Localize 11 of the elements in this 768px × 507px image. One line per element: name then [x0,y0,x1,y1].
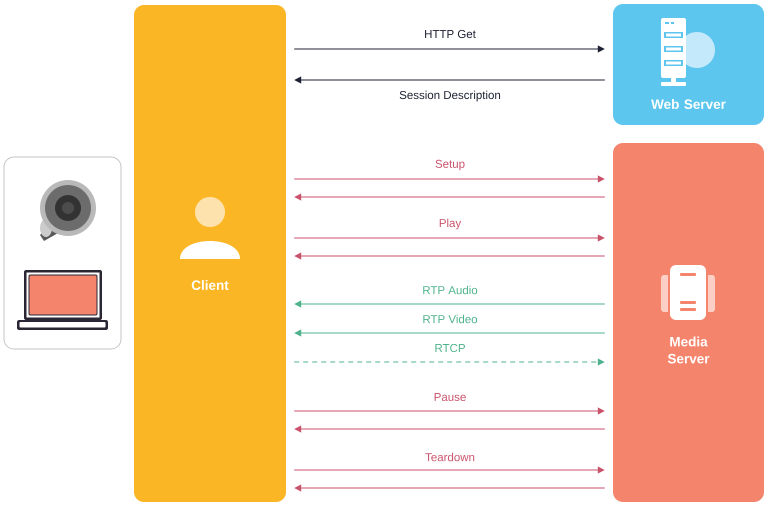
media-server-box: Media Server [613,143,764,502]
edge-label: HTTP Get [423,28,477,40]
edge-label: RTP Audio [421,284,479,296]
edge-label: Pause [432,392,468,402]
edge-label: Setup [434,158,466,172]
edge-label: RTCP [433,342,467,354]
edge-label: Play [438,218,462,230]
edge-label: Session Description [398,90,502,102]
edge-label: Teardown [424,452,476,462]
edge-label: RTP Video [421,314,479,324]
client-box: Client [134,5,286,502]
